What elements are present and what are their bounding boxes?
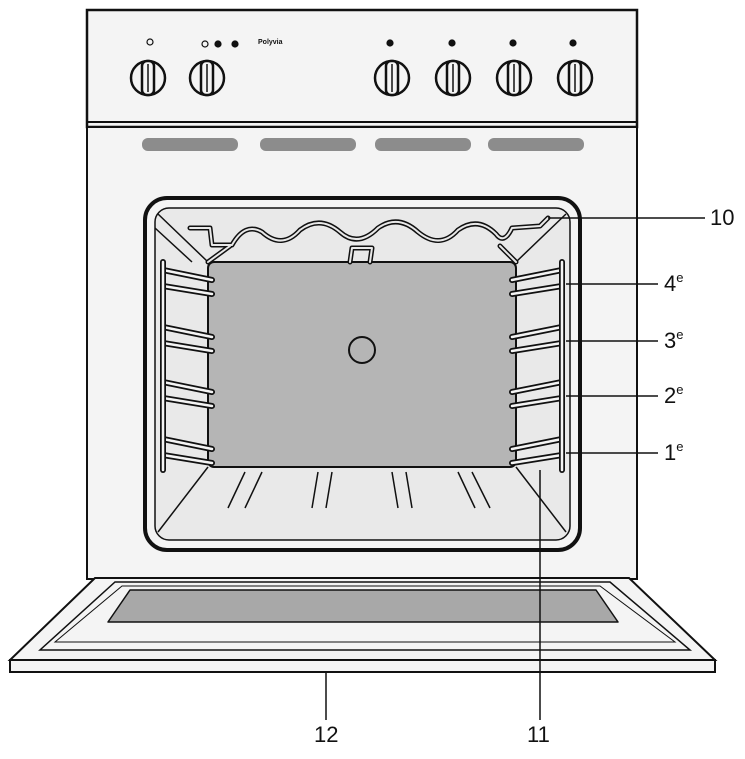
callout-shelf-1: 1e [664, 439, 684, 465]
back-panel [207, 261, 517, 468]
callout-shelf-4: 4e [664, 270, 684, 296]
oven-door [7, 577, 718, 673]
shelf-rail [510, 380, 564, 408]
fan-cover [348, 336, 376, 364]
knobs [129, 59, 594, 97]
knob-symbols [146, 38, 577, 48]
control-knob [373, 59, 411, 97]
control-knob [495, 59, 533, 97]
floor-slots [227, 471, 491, 509]
control-knob [434, 59, 472, 97]
shelf-rails-left [160, 259, 215, 473]
leader-lines [325, 217, 705, 720]
brand-label: Polyvia [258, 39, 283, 46]
control-knob [188, 59, 226, 97]
shelf-rail [161, 380, 214, 408]
vent-slots [142, 138, 584, 151]
control-knob [129, 59, 167, 97]
shelf-rail [161, 437, 214, 465]
control-knob [556, 59, 594, 97]
door-glass [107, 589, 619, 623]
callout-door: 12 [314, 722, 339, 747]
cavity-perspective [154, 213, 567, 533]
callout-oven-floor: 11 [527, 722, 550, 747]
shelf-rail [161, 268, 214, 296]
callout-grill: 10 [710, 205, 735, 230]
shelf-rail [510, 325, 564, 353]
control-panel [85, 8, 639, 129]
callout-shelf-3: 3e [664, 327, 684, 353]
shelf-rail [161, 325, 214, 353]
shelf-rail [510, 437, 564, 465]
shelf-rails-right [509, 259, 565, 473]
shelf-rail [510, 268, 564, 296]
callout-shelf-2: 2e [664, 382, 684, 408]
